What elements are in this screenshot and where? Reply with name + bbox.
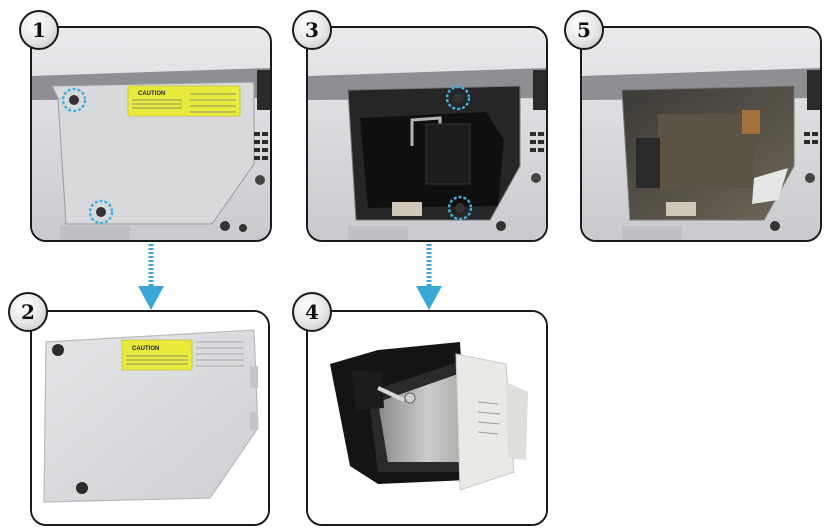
caution-text: CAUTION	[138, 91, 165, 97]
lamp-screw-bottom	[455, 203, 465, 213]
step-3-badge: 3	[292, 10, 332, 50]
projector-lamp-cover-image: CAUTION	[32, 28, 270, 240]
step-2-panel: CAUTION	[30, 310, 270, 526]
screw-bottom	[96, 207, 106, 217]
cover-screw-top	[52, 344, 64, 356]
step-1-panel: CAUTION	[30, 26, 272, 242]
vent-grille	[254, 132, 268, 160]
step-3-panel	[306, 26, 548, 242]
cover-screw-bottom	[76, 482, 88, 494]
lamp-cover-removed-image: CAUTION	[32, 312, 268, 524]
lamp-screw-marker-top	[445, 85, 471, 111]
caution-label	[127, 85, 241, 117]
lamp-screw-marker-bottom	[447, 195, 473, 221]
step-5-badge: 5	[564, 10, 604, 50]
lamp-module-removed-image	[308, 312, 546, 524]
step-2-badge: 2	[8, 292, 48, 332]
down-arrow-3-to-4	[416, 244, 442, 310]
step-4-panel	[306, 310, 548, 526]
screw-marker-top	[61, 87, 87, 113]
caution-text: CAUTION	[132, 346, 159, 352]
step-4-badge: 4	[292, 292, 332, 332]
step-1-badge: 1	[19, 10, 59, 50]
down-arrow-1-to-2	[138, 244, 164, 310]
caution-label	[121, 339, 193, 371]
vent-grille	[530, 132, 544, 152]
lamp-cover	[43, 329, 259, 503]
lamp-reflector	[455, 353, 515, 491]
screw-marker-bottom	[88, 199, 114, 225]
step-5-panel	[580, 26, 822, 242]
screw-top	[69, 95, 79, 105]
lamp-screw-top	[453, 93, 463, 103]
projector-empty-lamp-bay-image	[582, 28, 820, 240]
vent-grille	[804, 132, 818, 144]
projector-lamp-exposed-image	[308, 28, 546, 240]
